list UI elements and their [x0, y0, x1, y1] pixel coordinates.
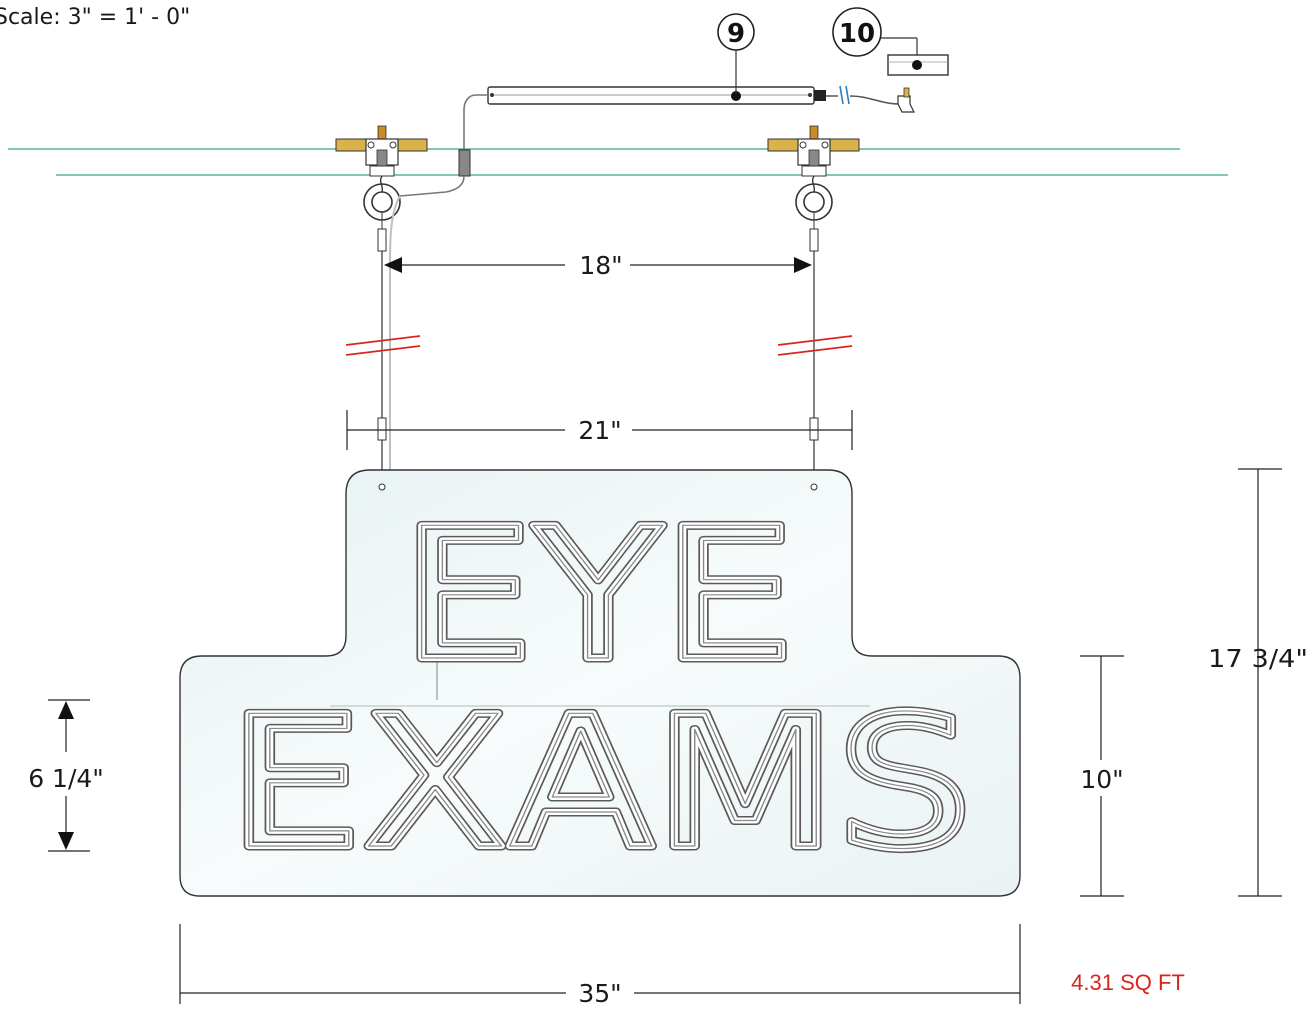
sign-panel — [179, 469, 1021, 897]
callout-9: 9 — [717, 13, 755, 93]
dim-overall-height-label: 17 3/4" — [1208, 644, 1308, 673]
callout-10: 10 — [832, 7, 882, 57]
dim-upper-width — [346, 410, 853, 450]
sign-line-1-fill: EYE — [401, 489, 795, 701]
sign-line-2-outline: EXAMS — [228, 677, 972, 889]
sign-line-2-fill: EXAMS — [228, 677, 972, 889]
left-hang-hole — [378, 483, 386, 491]
break-marks — [345, 335, 853, 356]
ceiling-lines — [8, 148, 1228, 176]
dim-hanger-spacing — [384, 257, 812, 273]
sign-line-1-tube: EYE — [401, 489, 795, 701]
dim-lower-height-label: 10" — [1080, 765, 1123, 794]
dim-overall-width-label: 35" — [578, 979, 621, 1008]
dim-overall-width — [179, 924, 1021, 1004]
sign-line-2: EXAMS EXAMS EXAMS — [224, 673, 977, 894]
dim-hanger-spacing-label: 18" — [579, 251, 622, 280]
sign-line-2-tube: EXAMS — [228, 677, 972, 889]
right-hang-hole — [810, 483, 818, 491]
sign-line-1-outline: EYE — [401, 489, 795, 701]
dim-upper-width-label: 21" — [578, 416, 621, 445]
callout-10-label: 10 — [839, 19, 875, 49]
dim-letter-height-label: 6 1/4" — [28, 764, 104, 793]
transformer — [399, 85, 915, 197]
callout-9-label: 9 — [727, 19, 745, 49]
left-ceiling-mount — [335, 125, 428, 487]
sign-area-label: 4.31 SQ FT — [1071, 970, 1185, 995]
right-ceiling-mount — [767, 125, 860, 487]
scale-note: Scale: 3" = 1' - 0" — [0, 5, 190, 30]
dim-overall-height — [1238, 468, 1282, 897]
junction-box — [880, 37, 949, 76]
sign-line-1: EYE EYE EYE — [397, 485, 800, 706]
dim-letter-height — [48, 699, 90, 852]
power-cord — [389, 195, 720, 517]
